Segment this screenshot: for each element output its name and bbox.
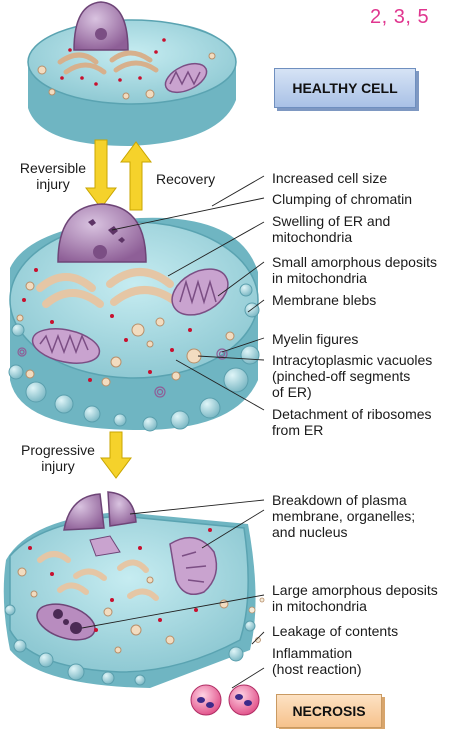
label-leakage-of-contents: Leakage of contents <box>272 623 399 639</box>
reversible-injury-label: Reversible injury <box>19 160 87 192</box>
label-intracytoplasmic-vacuoles: Intracytoplasmic vacuoles (pinched-off s… <box>272 352 433 400</box>
leader-lines <box>81 175 265 689</box>
label-small-amorphous-deposits: Small amorphous deposits in mitochondria <box>272 254 437 286</box>
label-detachment-of-ribosomes: Detachment of ribosomes from ER <box>272 406 432 438</box>
scattered-ribosomes <box>28 528 212 632</box>
reversible-injury-arrow <box>85 139 117 209</box>
membrane-blebs <box>8 283 260 432</box>
healthy-mitochondrion <box>164 62 208 94</box>
swollen-mitochondrion-1 <box>171 268 229 316</box>
fragmented-er <box>37 551 159 601</box>
intracytoplasmic-vacuoles <box>16 281 235 387</box>
label-membrane-blebs: Membrane blebs <box>272 292 377 308</box>
recovery-arrow <box>120 141 152 211</box>
recovery-label: Recovery <box>156 171 216 187</box>
fragmented-nucleus <box>63 491 137 557</box>
swollen-er <box>36 268 180 308</box>
healthy-cell-label-box: HEALTHY CELL <box>274 68 416 108</box>
damaged-mitochondrion-1 <box>169 536 218 595</box>
healthy-er <box>57 50 159 75</box>
necrotic-cell <box>3 491 265 688</box>
swollen-mitochondrion-2 <box>31 328 101 364</box>
label-inflammation: Inflammation (host reaction) <box>272 645 362 677</box>
healthy-cell <box>27 1 237 146</box>
label-clumping-of-chromatin: Clumping of chromatin <box>272 191 413 207</box>
necrosis-label-box: NECROSIS <box>276 694 382 728</box>
myelin-figures <box>17 347 228 398</box>
detached-ribosomes <box>22 268 192 382</box>
swollen-nucleus <box>57 203 147 263</box>
progressive-injury-label: Progressive injury <box>21 442 95 474</box>
page-reference: 2, 3, 5 <box>370 6 430 28</box>
label-increased-cell-size: Increased cell size <box>272 170 388 186</box>
ruptured-blebs <box>4 604 256 686</box>
healthy-ribosomes <box>60 38 166 86</box>
damaged-mitochondrion-2 <box>36 603 96 641</box>
label-myelin-figures: Myelin figures <box>272 331 359 347</box>
leaked-contents <box>248 597 265 643</box>
healthy-nucleus <box>73 1 129 51</box>
label-breakdown-of-plasma-membrane: Breakdown of plasma membrane, organelles… <box>272 492 416 540</box>
healthy-vacuoles <box>37 52 216 100</box>
label-large-amorphous-deposits: Large amorphous deposits in mitochondria <box>272 582 438 614</box>
label-swelling-of-er: Swelling of ER and mitochondria <box>272 213 391 245</box>
inflammatory-cells <box>190 684 260 716</box>
progressive-injury-arrow <box>100 431 132 479</box>
reversible-injury-cell <box>8 203 260 432</box>
